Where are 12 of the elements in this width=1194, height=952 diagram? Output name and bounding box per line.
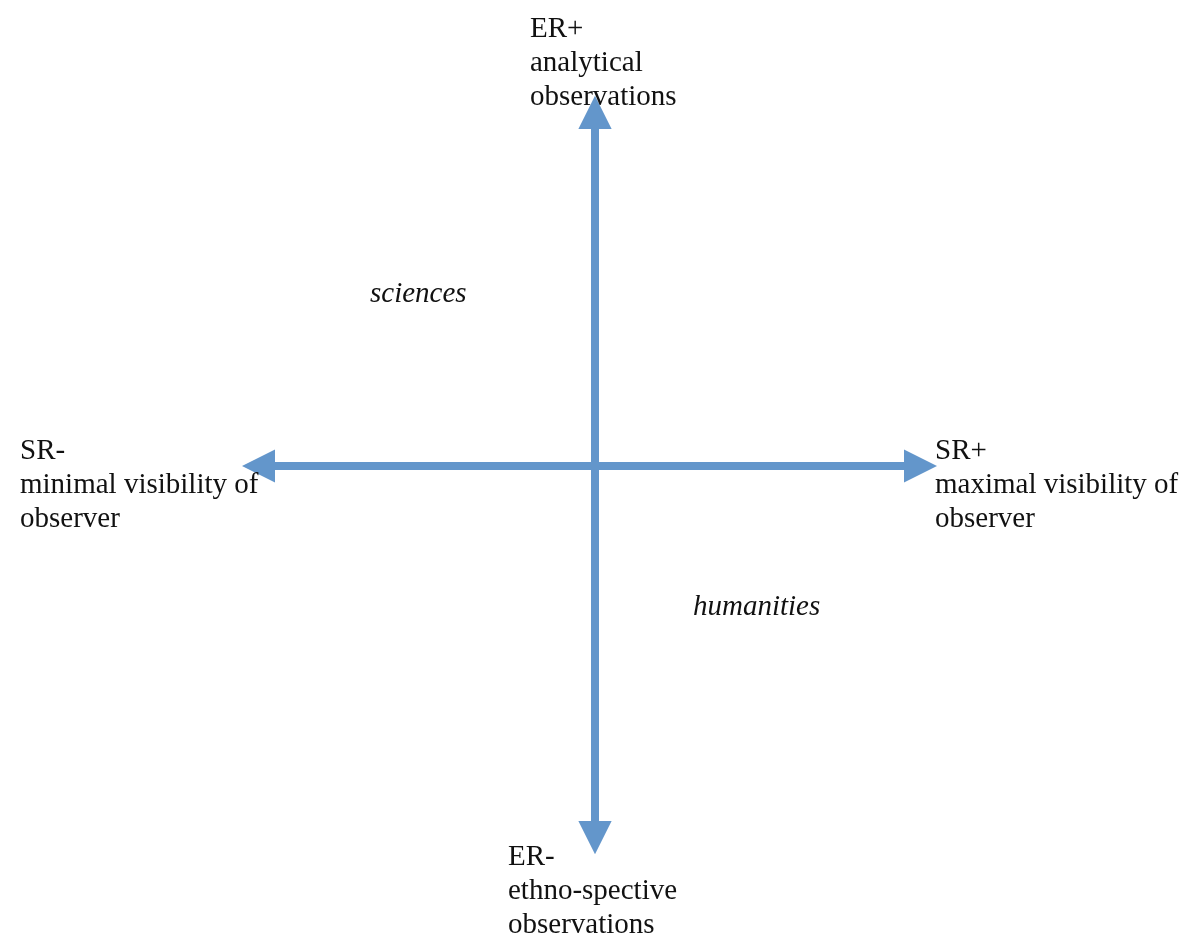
quadrant-label: sciences [370, 275, 467, 309]
axis-code: SR+ [935, 432, 988, 466]
axis-code: SR- [20, 432, 67, 466]
axis-description: analytical observations [530, 44, 678, 112]
double-arrow [241, 449, 938, 483]
axis-code: ER- [508, 838, 556, 872]
axis-code: ER+ [530, 10, 585, 44]
double-arrow [578, 95, 612, 855]
quadrant-label: humanities [693, 588, 821, 622]
axis-description: minimal visibility of observer [20, 466, 260, 534]
axis-description: ethno-spective observations [508, 872, 679, 940]
axis-description: maximal visibility of observer [935, 466, 1180, 534]
